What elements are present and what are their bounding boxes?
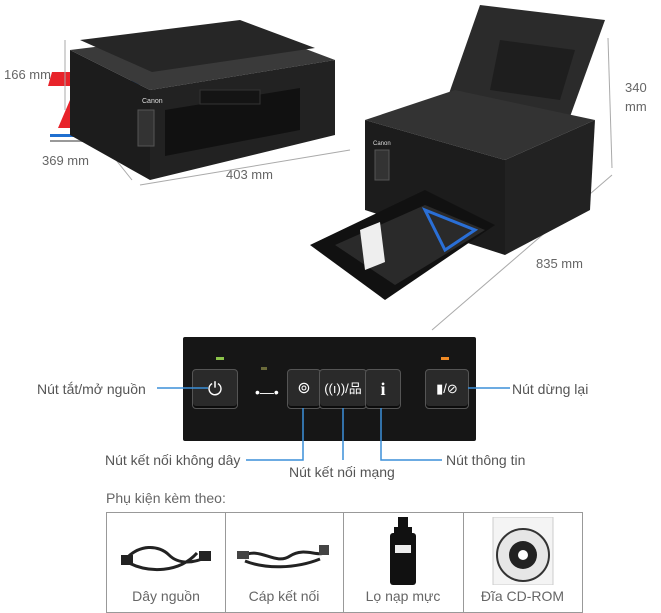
accessory-label: Lọ nạp mực [365,588,441,604]
ink-bottle-icon [390,517,416,585]
network-button[interactable]: ((ı))/品 [319,369,367,409]
printer-closed-image: Canon [70,20,335,180]
open-height-dimension: 340 mm [625,80,647,114]
info-icon: i [380,379,386,399]
width-dimension: 403 mm [226,167,273,182]
open-length-dimension: 835 mm [536,256,583,271]
wireless-connect-button[interactable]: ⊚ [287,369,321,409]
callout-lines [157,387,510,461]
wireless-button-label: Nút kết nối không dây [105,452,241,468]
accessory-label: Đĩa CD-ROM [480,588,565,604]
printer-open-image: Canon [310,5,605,300]
control-panel: ⏻ •—• ⊚ ((ı))/品 i ▮/⊘ [183,337,476,441]
stop-button[interactable]: ▮/⊘ [425,369,469,409]
accessories-table: Dây nguồn Cáp kết nối Lọ nạp mực Đĩa CD-… [106,512,583,613]
accessory-item: Cáp kết nối [225,513,344,613]
printer-brand-text: Canon [142,98,163,105]
accessories-title: Phụ kiện kèm theo: [106,490,226,506]
depth-dimension: 369 mm [42,153,89,168]
stop-button-label: Nút dừng lại [512,381,589,397]
status-connector-icon: •—• [255,384,279,400]
accessory-item: Dây nguồn [107,513,226,613]
stop-icon: ▮/⊘ [436,381,458,396]
cd-rom-icon [492,517,554,585]
height-dimension: 166 mm [4,67,51,82]
info-button-label: Nút thông tin [446,452,526,468]
printer-open-brand-text: Canon [373,141,391,147]
accessory-label: Dây nguồn [132,588,200,604]
wireless-led [261,367,267,370]
power-led [216,357,224,360]
network-button-label: Nút kết nối mạng [289,464,395,480]
power-icon: ⏻ [207,379,223,399]
stop-led [441,357,449,360]
power-button-label: Nút tắt/mở nguồn [37,381,146,397]
power-cord-icon [121,546,211,572]
network-icon: ((ı))/品 [324,381,362,396]
power-button[interactable]: ⏻ [192,369,238,409]
accessory-item: Đĩa CD-ROM [463,513,583,613]
usb-cable-icon [237,545,329,569]
info-button[interactable]: i [365,369,401,409]
accessory-item: Lọ nạp mực [343,513,464,613]
accessory-label: Cáp kết nối [248,588,320,604]
wireless-connect-icon: ⊚ [297,380,311,397]
